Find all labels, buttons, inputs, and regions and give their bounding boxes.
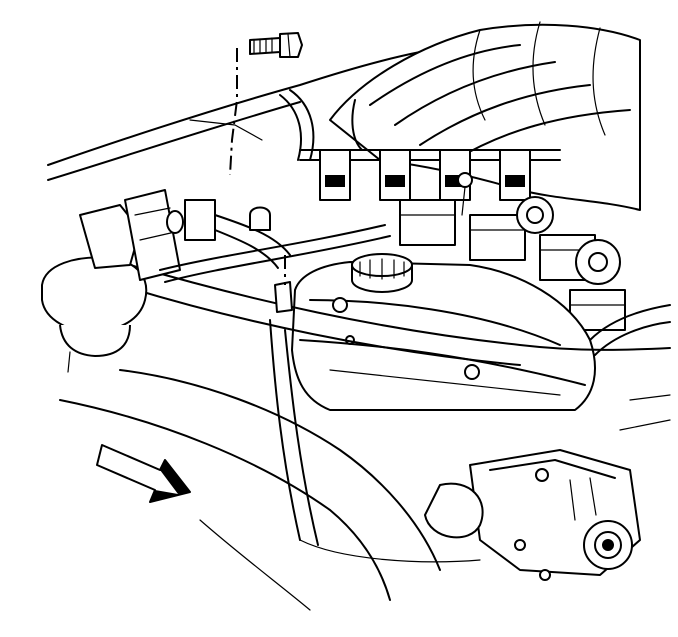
engine-mount: [41, 204, 148, 373]
coolant-pipe: [589, 304, 671, 431]
front-direction-arrow-icon: [96, 444, 191, 503]
fuel-rail-and-injectors: [299, 149, 561, 201]
alternator-bracket: [424, 449, 641, 581]
level-sensor: [274, 255, 293, 313]
vacuum-lines: [279, 89, 473, 216]
bolt-leader-line: [229, 48, 238, 176]
bolt-icon: [249, 32, 303, 58]
reservoir-cap: [351, 253, 413, 293]
hose-assembly: [159, 199, 391, 283]
radiator-support: [119, 264, 671, 563]
coil-modules: [399, 196, 626, 331]
hood-edge: [47, 51, 421, 181]
mount-bracket: [124, 189, 181, 281]
intake-manifold: [329, 21, 641, 211]
fender-liner: [59, 369, 441, 611]
